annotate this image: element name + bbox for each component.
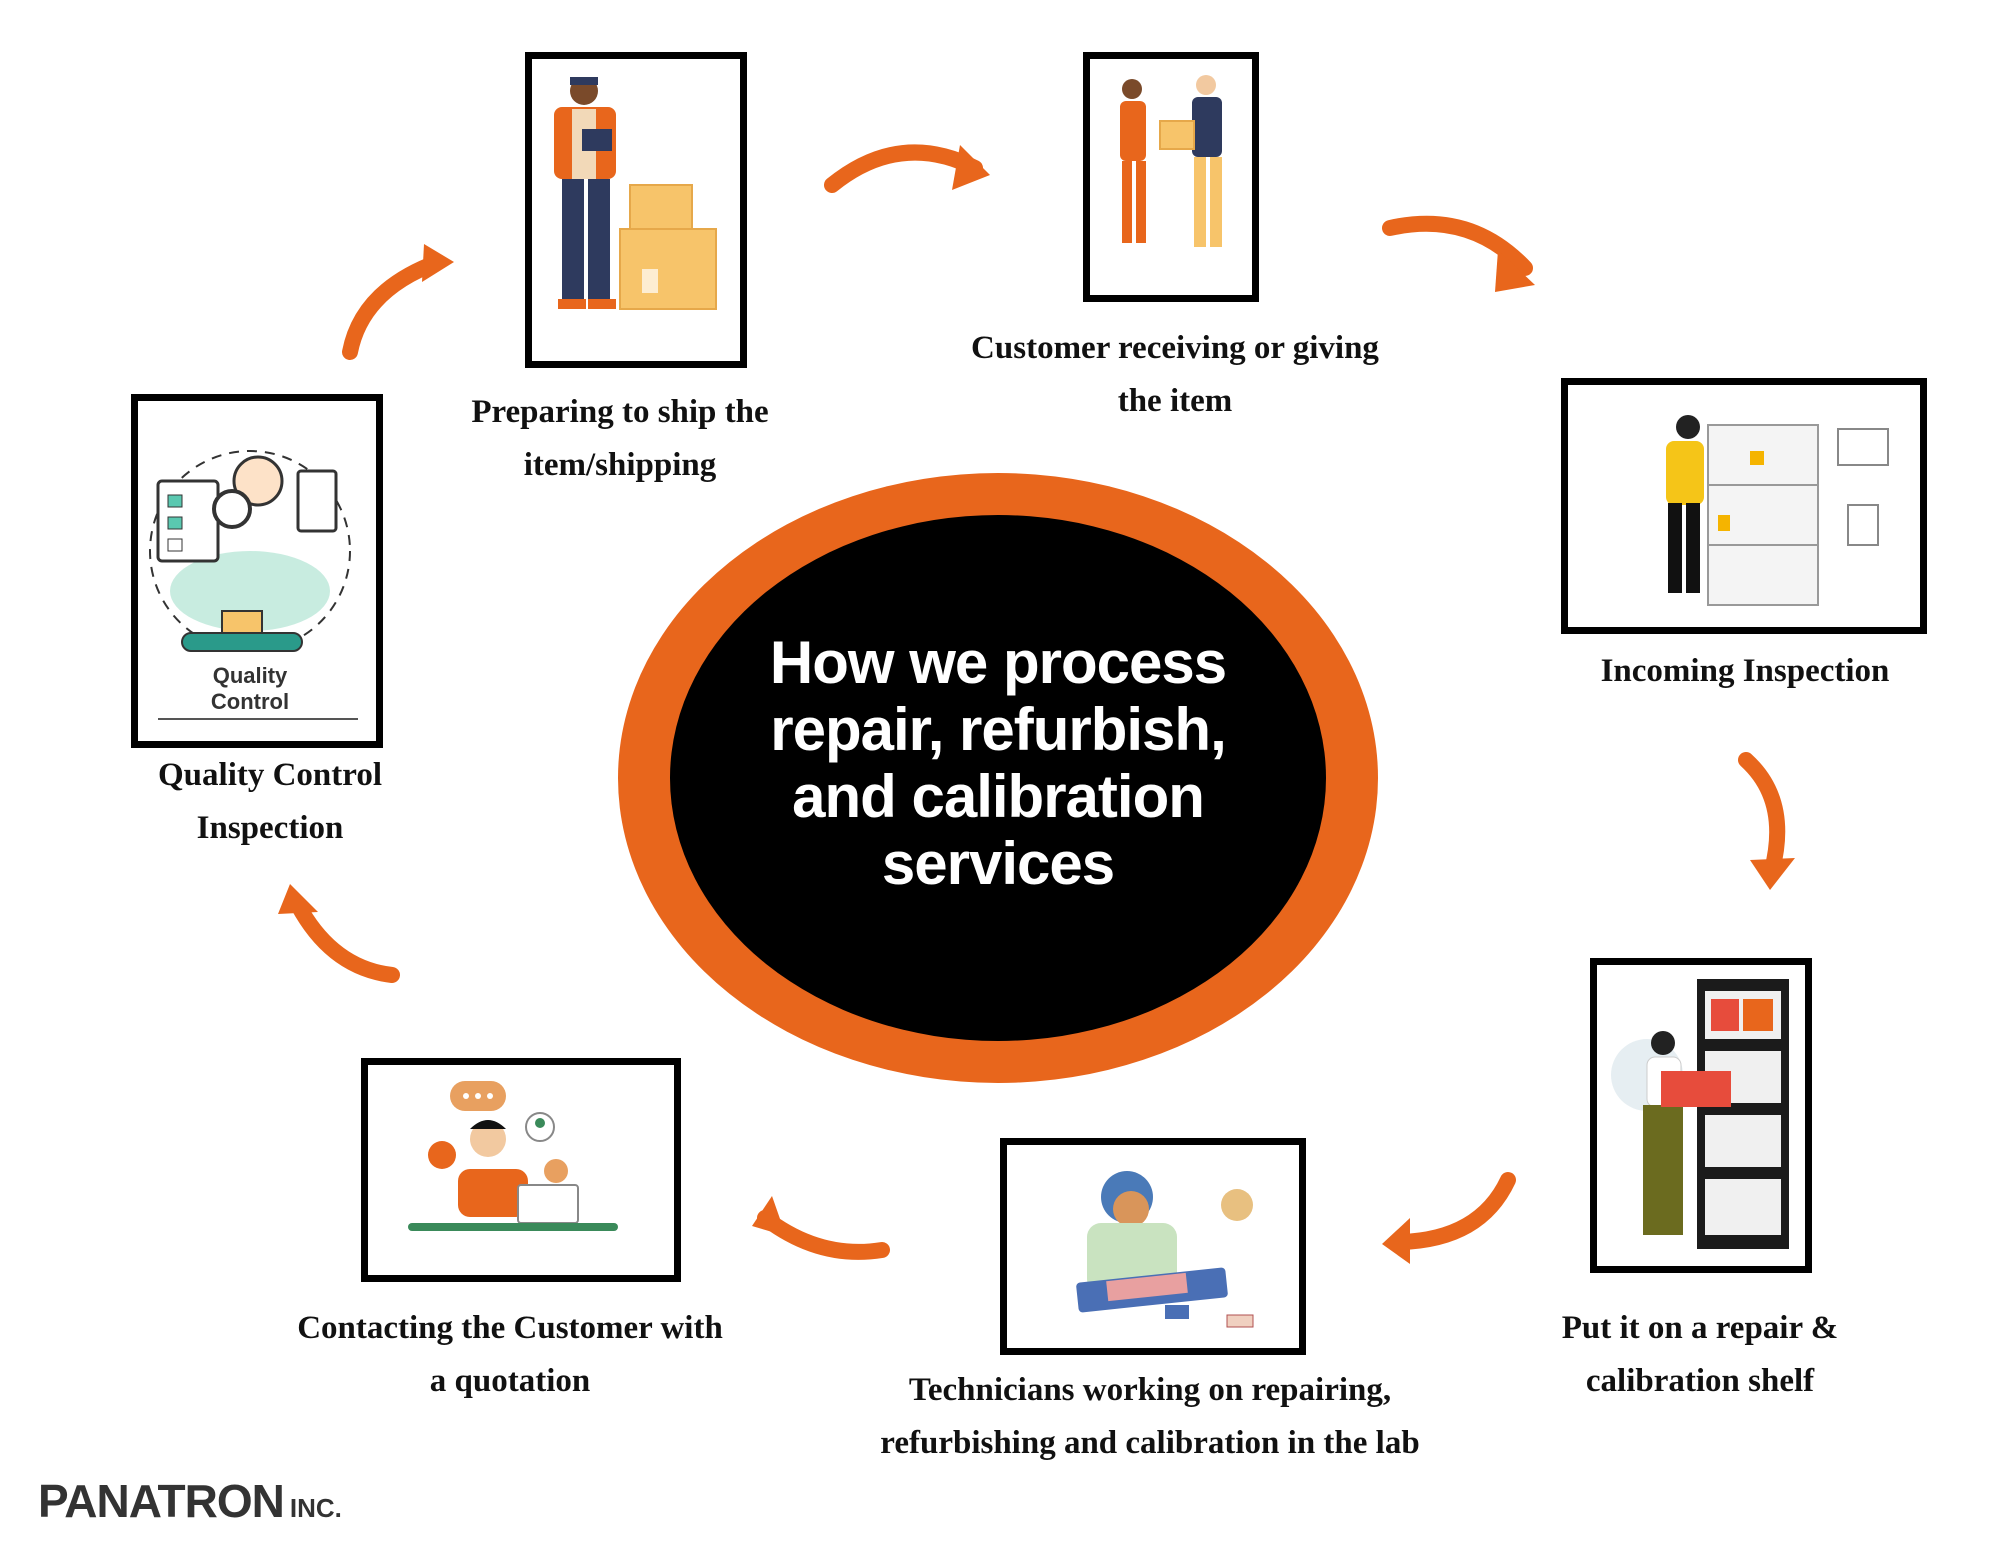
quality-control-label: Quality Control Inspection <box>158 757 382 846</box>
arrowhead-7 <box>422 244 454 282</box>
shelf-illustration <box>1611 979 1789 1249</box>
logo-name: PANATRON <box>38 1475 285 1527</box>
shipping-worker-illustration <box>554 77 717 310</box>
arrowhead-4 <box>1382 1218 1410 1264</box>
technician-illustration <box>1076 1171 1254 1328</box>
contacting-customer-image <box>361 1058 681 1282</box>
arrowhead-2 <box>1495 250 1535 292</box>
customer-receiving-label: Customer receiving or giving the item <box>971 330 1379 419</box>
svg-text:Quality: Quality <box>213 663 288 688</box>
preparing-ship-label: Preparing to ship the item/shipping <box>471 394 769 483</box>
quality-control-illustration: Quality Control <box>149 450 358 720</box>
arrow-quality-to-ship <box>342 254 446 360</box>
arrow-ship-to-customer <box>824 144 983 193</box>
arrowhead-5 <box>752 1196 786 1236</box>
call-center-illustration <box>408 1081 618 1231</box>
arrow-shelf-to-technicians <box>1392 1172 1516 1250</box>
arrowhead-3 <box>1750 858 1795 890</box>
arrow-customer-to-incoming <box>1382 215 1533 276</box>
customer-receiving-image <box>1083 52 1259 302</box>
logo-suffix: INC. <box>289 1493 342 1523</box>
incoming-inspection-image <box>1561 378 1927 634</box>
quality-control-image: Quality Control <box>131 394 383 748</box>
technicians-label: Technicians working on repairing, refurb… <box>880 1372 1420 1461</box>
preparing-ship-image <box>525 52 747 368</box>
arrowhead-6 <box>278 884 318 914</box>
repair-shelf-label: Put it on a repair & calibration shelf <box>1561 1310 1839 1399</box>
arrowhead-1 <box>952 145 990 190</box>
arrow-incoming-to-shelf <box>1738 752 1786 878</box>
center-ring: How we process repair, refurbish, and ca… <box>618 473 1378 1083</box>
technicians-image <box>1000 1138 1306 1355</box>
contacting-customer-label: Contacting the Customer with a quotation <box>297 1310 723 1399</box>
center-circle: How we process repair, refurbish, and ca… <box>670 515 1326 1041</box>
svg-text:Control: Control <box>211 689 289 714</box>
repair-shelf-image <box>1590 958 1812 1273</box>
incoming-inspection-label: Incoming Inspection <box>1600 653 1890 689</box>
handover-illustration <box>1120 75 1222 247</box>
inspection-illustration <box>1666 415 1889 606</box>
arrow-contacting-to-quality <box>290 897 400 983</box>
center-title: How we process repair, refurbish, and ca… <box>769 629 1227 897</box>
